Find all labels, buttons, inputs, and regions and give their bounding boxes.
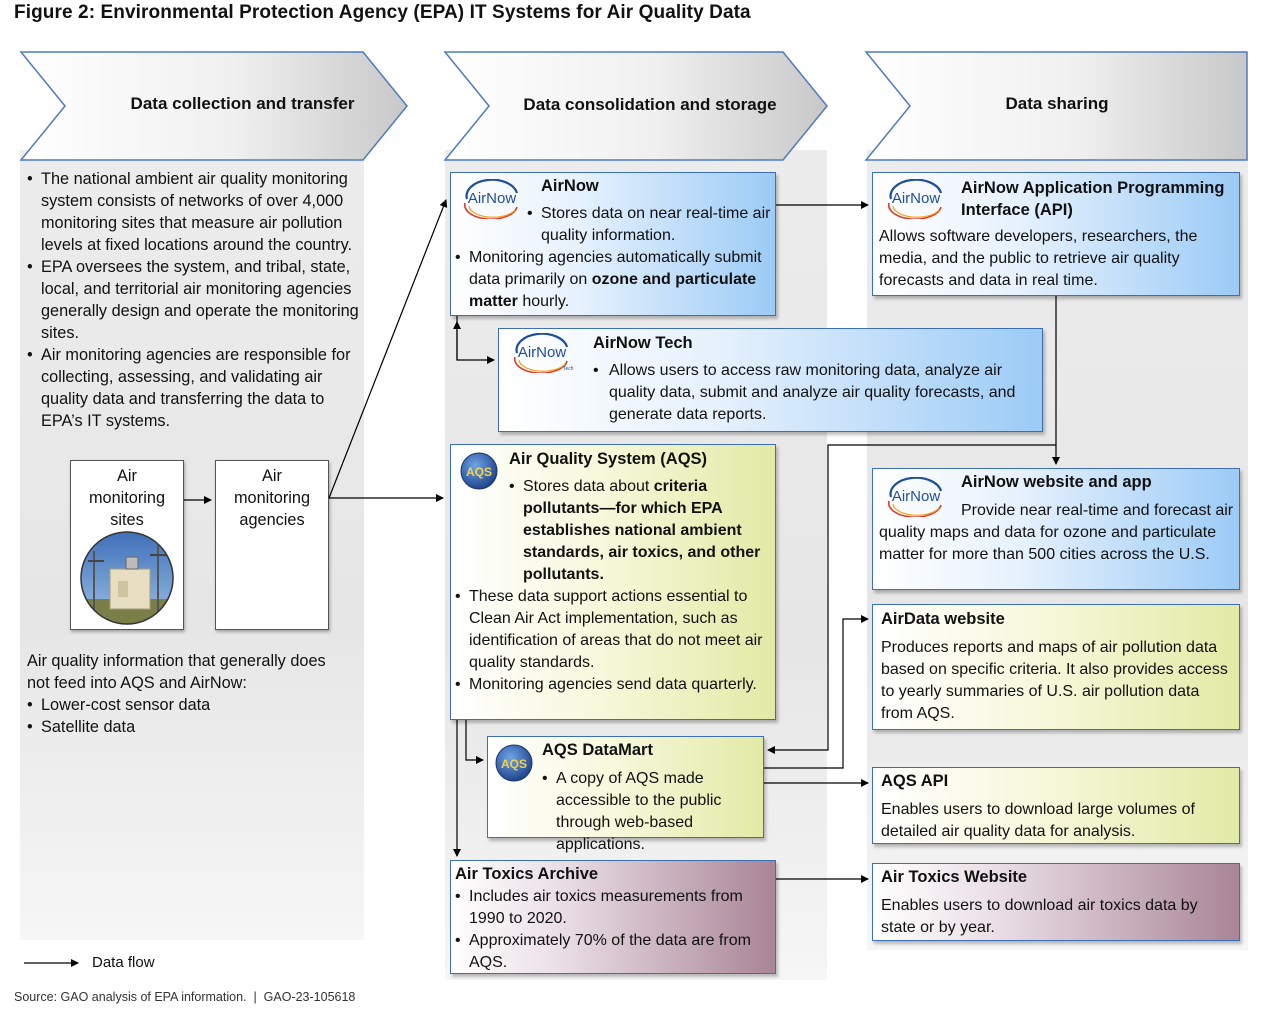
airnow-bullet-2: Monitoring agencies automatically submit… [455, 247, 773, 313]
monitoring-sites-box: Air monitoring sites [70, 460, 184, 630]
aqs-box: AQS Air Quality System (AQS) •Stores dat… [450, 444, 776, 720]
header-sharing: Data sharing [1005, 94, 1109, 113]
toxics-archive-box: Air Toxics Archive Includes air toxics m… [450, 860, 776, 974]
airnow-api-desc: Allows software developers, researchers,… [879, 228, 1198, 289]
arrow-datamart-to-airdata [764, 615, 869, 769]
toxics-web-desc: Enables users to download air toxics dat… [881, 897, 1198, 936]
toxics-archive-bullet-1: Includes air toxics measurements from 19… [455, 886, 773, 930]
airnow-api-title: AirNow Application Programming Interface… [961, 179, 1225, 219]
airnow-text: •Stores data on near real-time air quali… [455, 203, 773, 313]
arrow-aqs-to-datamart [465, 720, 484, 764]
monitoring-sites-label: Air monitoring sites [88, 467, 166, 529]
arrow-agencies-to-airnow [328, 199, 448, 499]
other-info-item-2: Satellite data [27, 716, 347, 738]
collection-bullet-2: EPA oversees the system, and tribal, sta… [27, 256, 362, 344]
svg-text:AQS: AQS [466, 465, 492, 479]
source-note: Source: GAO analysis of EPA information.… [14, 990, 356, 1004]
toxics-web-title: Air Toxics Website [881, 868, 1028, 886]
airnow-tech-box: AirNow Tech AirNow Tech •Allows users to… [498, 328, 1043, 432]
airdata-title: AirData website [881, 610, 1005, 628]
header-collection: Data collection and transfer [130, 94, 355, 113]
airdata-box: AirData website Produces reports and map… [872, 604, 1240, 730]
figure-title: Figure 2: Environmental Protection Agenc… [14, 2, 751, 23]
collection-bullet-3: Air monitoring agencies are responsible … [27, 344, 362, 432]
datamart-bullet-1: •A copy of AQS made accessible to the pu… [542, 770, 722, 853]
toxics-archive-title: Air Toxics Archive [455, 865, 599, 883]
airnow-web-box: AirNow AirNow website and app Provide ne… [872, 468, 1240, 590]
airnow-web-desc: Provide near real-time and forecast air … [879, 502, 1234, 563]
aqs-text: •Stores data about criteria pollutants—f… [455, 476, 775, 696]
other-info-item-1: Lower-cost sensor data [27, 694, 347, 716]
airnow-api-box: AirNow AirNow Application Programming In… [872, 172, 1240, 296]
svg-text:Tech: Tech [563, 366, 574, 372]
airnow-logo-icon: AirNow [463, 179, 519, 219]
monitoring-site-photo [80, 531, 174, 625]
aqs-api-title: AQS API [881, 772, 949, 790]
svg-text:AirNow: AirNow [892, 190, 941, 207]
column-headers [19, 51, 1248, 161]
aqs-bullet-2: These data support actions essential to … [455, 586, 775, 674]
aqs-logo-icon: AQS [460, 452, 498, 490]
airnow-web-logo-icon: AirNow [887, 477, 943, 517]
airnow-tech-text: •Allows users to access raw monitoring d… [517, 360, 1039, 426]
chevron-sharing [864, 51, 1248, 161]
datamart-title: AQS DataMart [542, 741, 653, 759]
chevron-consolidation [443, 51, 828, 161]
arrow-airnow-to-tech [456, 316, 495, 364]
airnow-title: AirNow [541, 177, 599, 195]
aqs-bullet-3: Monitoring agencies send data quarterly. [455, 674, 775, 696]
airnow-web-title: AirNow website and app [961, 473, 1152, 491]
aqs-api-desc: Enables users to download large volumes … [881, 801, 1195, 840]
svg-text:AirNow: AirNow [892, 488, 941, 505]
collection-bullets: The national ambient air quality monitor… [27, 168, 362, 432]
airnow-bullet-1: •Stores data on near real-time air quali… [527, 205, 771, 244]
other-info: Air quality information that generally d… [27, 650, 347, 738]
chevron-collection [19, 51, 408, 161]
toxics-archive-text: Includes air toxics measurements from 19… [455, 886, 773, 974]
datamart-logo-icon: AQS [495, 744, 533, 782]
monitoring-agencies-box: Air monitoring agencies [215, 460, 329, 630]
airnow-tech-logo-icon: AirNow Tech [513, 333, 574, 373]
svg-text:AirNow: AirNow [518, 344, 567, 361]
toxics-archive-bullet-2: Approximately 70% of the data are from A… [455, 930, 773, 974]
svg-text:AirNow: AirNow [468, 190, 517, 207]
airnow-box: AirNow AirNow •Stores data on near real-… [450, 172, 776, 316]
datamart-box: AQS AQS DataMart •A copy of AQS made acc… [487, 736, 764, 853]
header-consolidation: Data consolidation and storage [523, 95, 777, 114]
datamart-text: •A copy of AQS made accessible to the pu… [502, 768, 762, 856]
airnow-api-logo-icon: AirNow [887, 179, 943, 219]
aqs-bullet-1: •Stores data about criteria pollutants—f… [509, 478, 761, 583]
svg-text:AQS: AQS [501, 757, 527, 771]
monitoring-agencies-label: Air monitoring agencies [233, 467, 311, 529]
legend-label: Data flow [92, 954, 155, 971]
airdata-desc: Produces reports and maps of air polluti… [881, 639, 1228, 722]
airnow-tech-title: AirNow Tech [593, 334, 693, 352]
airnow-tech-bullet-1: •Allows users to access raw monitoring d… [593, 362, 1016, 423]
other-info-intro: Air quality information that generally d… [27, 652, 326, 692]
toxics-web-box: Air Toxics Website Enables users to down… [872, 863, 1240, 941]
collection-bullet-1: The national ambient air quality monitor… [27, 168, 362, 256]
arrow-web-to-datamart [767, 444, 1056, 754]
aqs-api-box: AQS API Enables users to download large … [872, 767, 1240, 844]
aqs-title: Air Quality System (AQS) [509, 450, 708, 468]
